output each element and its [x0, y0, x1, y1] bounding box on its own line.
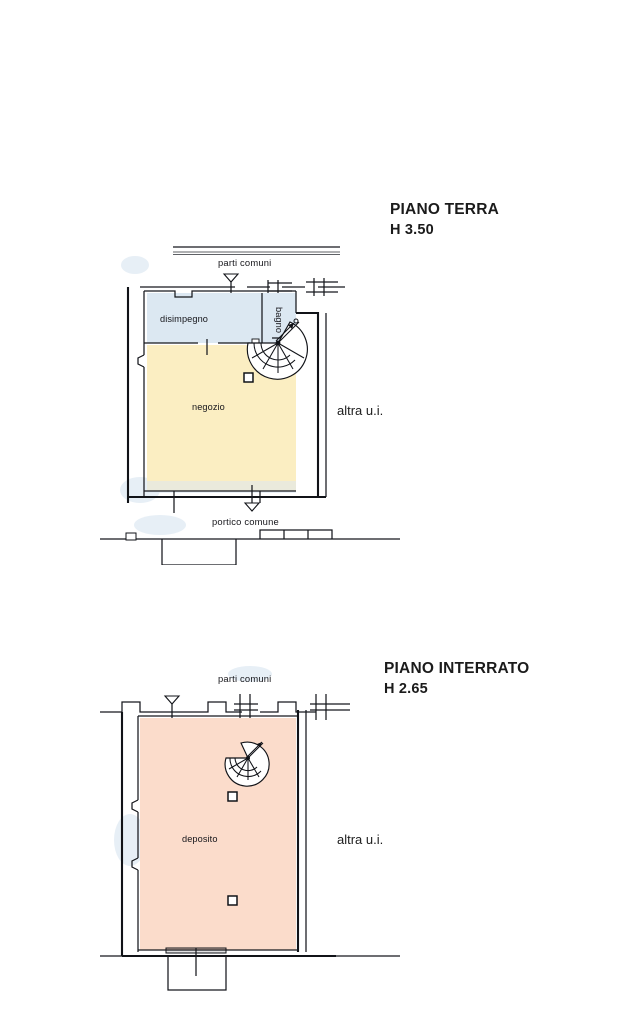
ground-room-label-negozio: negozio [192, 402, 225, 412]
basement-unit-walls [100, 710, 400, 958]
ground-portico-comune-label: portico comune [212, 516, 279, 527]
ground-floor-height: H 3.50 [390, 221, 434, 238]
ground-parti-comuni-label: parti comuni [218, 257, 271, 268]
ground-unit-walls [126, 287, 327, 503]
ground-bottom-openings [173, 485, 261, 513]
basement-neighbor-unit-label: altra u.i. [337, 832, 384, 847]
ground-room-label-bagno: bagno [274, 307, 284, 333]
basement-room-fill-deposito [140, 718, 296, 950]
ground-floor-title: PIANO TERRA [390, 201, 499, 218]
basement-floor-title: PIANO INTERRATO [384, 660, 530, 677]
ground-portico-outline [100, 529, 400, 565]
basement-parti-comuni-label: parti comuni [218, 673, 271, 684]
basement-bottom-alcove [165, 947, 227, 991]
basement-room-label-deposito: deposito [182, 834, 218, 844]
ground-column-symbol [243, 372, 254, 383]
basement-top-wall [100, 694, 350, 720]
ground-spiral-staircase [246, 318, 308, 380]
ground-top-boundary-lines [173, 246, 340, 255]
basement-column-symbol-1 [227, 791, 238, 802]
basement-floor-title-block: PIANO INTERRATO H 2.65 [384, 659, 529, 699]
basement-floor-height: H 2.65 [384, 680, 428, 697]
basement-floor-plan-drawing: parti comuni [100, 666, 400, 991]
ground-room-label-disimpegno: disimpegno [160, 314, 208, 324]
basement-column-symbol-2 [227, 895, 238, 906]
basement-spiral-staircase [224, 741, 270, 787]
ground-neighbor-unit-label: altra u.i. [337, 403, 384, 418]
ground-floor-plan-drawing: parti comuni [100, 246, 400, 565]
ground-floor-title-block: PIANO TERRA H 3.50 [390, 200, 499, 240]
